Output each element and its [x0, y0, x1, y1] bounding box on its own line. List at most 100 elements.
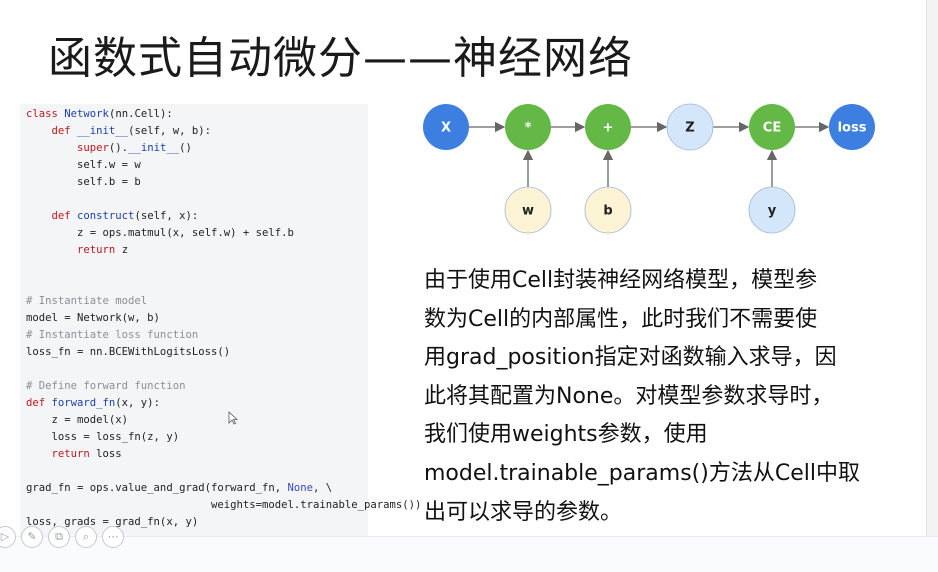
code-token: forward_fn — [51, 397, 116, 409]
code-line: # Instantiate loss function — [26, 327, 421, 344]
code-token: loss — [89, 448, 122, 460]
graph-node-label: loss — [838, 121, 867, 136]
mouse-cursor-icon — [228, 411, 238, 425]
graph-node-circle — [585, 104, 631, 150]
play-icon[interactable]: ▷ — [0, 526, 16, 548]
description-line: 此将其配置为None。对模型参数求导时， — [424, 383, 834, 409]
more-icon[interactable]: ⋯ — [102, 526, 124, 548]
code-line — [26, 361, 421, 378]
graph-node-circle — [748, 186, 796, 234]
graph-node-label: + — [603, 121, 614, 136]
code-line: z = ops.matmul(x, self.w) + self.b — [26, 225, 421, 242]
code-line: def __init__(self, w, b): — [26, 123, 421, 140]
pen-icon[interactable]: ✎ — [21, 526, 43, 548]
code-token: z = ops.matmul(x, self.w) + self.b — [26, 227, 294, 239]
description-line: 数为Cell的内部属性，此时我们不需要使 — [424, 306, 818, 332]
graph-node-label: * — [525, 121, 532, 136]
code-line — [26, 259, 421, 276]
slide-title: 函数式自动微分——神经网络 — [48, 33, 633, 84]
code-line: weights=model.trainable_params()) — [26, 497, 421, 514]
code-token: weights=model.trainable_params()) — [26, 499, 422, 511]
graph-node-circle — [505, 104, 551, 150]
code-token: None — [287, 482, 314, 494]
graph-node-w: w — [504, 186, 552, 234]
code-token: (self, x): — [134, 210, 199, 222]
code-token: construct — [77, 210, 135, 222]
window-edge — [926, 0, 938, 571]
description-line: 出可以求导的参数。 — [424, 499, 623, 525]
code-line: model = Network(w, b) — [26, 310, 421, 327]
code-token — [26, 448, 52, 460]
code-line: loss_fn = nn.BCEWithLogitsLoss() — [26, 344, 421, 361]
code-line — [26, 276, 421, 293]
description-line: 用grad_position指定对函数输入求导，因 — [424, 345, 837, 371]
code-token: Network — [64, 108, 109, 120]
code-block: class Network(nn.Cell): def __init__(sel… — [20, 104, 421, 538]
graph-node-mul: * — [505, 104, 551, 150]
code-token: # Define forward function — [26, 380, 186, 392]
graph-node-label: w — [522, 204, 534, 219]
graph-node-loss: loss — [829, 104, 875, 150]
graph-node-b: b — [584, 186, 632, 234]
code-line: return loss — [26, 446, 421, 463]
code-token: super — [77, 142, 109, 154]
code-token: self.w = w — [26, 159, 141, 171]
zoom-icon[interactable]: ⌕ — [75, 526, 97, 548]
code-line: class Network(nn.Cell): — [26, 106, 421, 123]
code-token: loss, grads = grad_fn(x, y) — [26, 516, 199, 528]
code-token — [26, 142, 77, 154]
graph-node-circle — [584, 186, 632, 234]
code-token: model = Network(w, b) — [26, 312, 160, 324]
code-token: __init__ — [128, 142, 180, 154]
code-token: grad_fn = ops.value_and_grad(forward_fn, — [26, 482, 288, 494]
code-token — [26, 244, 77, 256]
code-token: (). — [108, 142, 129, 154]
code-line: self.b = b — [26, 174, 421, 191]
code-line: return z — [26, 242, 421, 259]
code-token: return — [77, 244, 116, 256]
code-token — [26, 125, 52, 137]
graph-node-y: y — [748, 186, 796, 234]
code-line — [26, 191, 421, 208]
code-line: # Define forward function — [26, 378, 421, 395]
graph-node-circle — [504, 186, 552, 234]
graph-node-add: + — [585, 104, 631, 150]
code-line: # Instantiate model — [26, 293, 421, 310]
code-token: __init__ — [77, 125, 129, 137]
bottom-bar — [0, 536, 938, 572]
code-token: # Instantiate model — [26, 295, 148, 307]
description-line: model.trainable_params()方法从Cell中取 — [424, 460, 860, 486]
graph-node-label: y — [768, 204, 777, 219]
code-token — [26, 210, 52, 222]
code-token: (nn.Cell): — [108, 108, 173, 120]
graph-node-X: X — [423, 104, 469, 150]
graph-node-CE: CE — [749, 104, 795, 150]
code-token: z = model(x) — [26, 414, 129, 426]
code-token: z — [115, 244, 129, 256]
code-line — [26, 463, 421, 480]
graph-node-Z: Z — [666, 103, 714, 151]
code-token: # Instantiate loss function — [26, 329, 199, 341]
computation-graph: X * + Z CE loss w b y — [423, 103, 875, 234]
code-line: grad_fn = ops.value_and_grad(forward_fn,… — [26, 480, 421, 497]
code-token: def — [51, 210, 78, 222]
code-line: self.w = w — [26, 157, 421, 174]
code-token: self.b = b — [26, 176, 141, 188]
code-line: loss = loss_fn(z, y) — [26, 429, 421, 446]
graph-node-circle — [423, 104, 469, 150]
code-line: def construct(self, x): — [26, 208, 421, 225]
graph-node-label: b — [603, 204, 612, 219]
graph-node-circle — [749, 104, 795, 150]
code-token: (x, y): — [115, 397, 160, 409]
code-token: def — [51, 125, 78, 137]
graph-node-label: Z — [685, 121, 694, 136]
description-text: 由于使用Cell封装神经网络模型，模型参数为Cell的内部属性，此时我们不需要使… — [424, 262, 914, 532]
code-token: return — [51, 448, 90, 460]
code-token: class — [26, 108, 65, 120]
graph-node-label: CE — [763, 121, 781, 136]
code-token: () — [179, 142, 192, 154]
graph-node-label: X — [441, 121, 451, 136]
code-line: super().__init__() — [26, 140, 421, 157]
graph-node-circle — [666, 103, 714, 151]
copy-slides-icon[interactable]: ⧉ — [48, 526, 70, 548]
